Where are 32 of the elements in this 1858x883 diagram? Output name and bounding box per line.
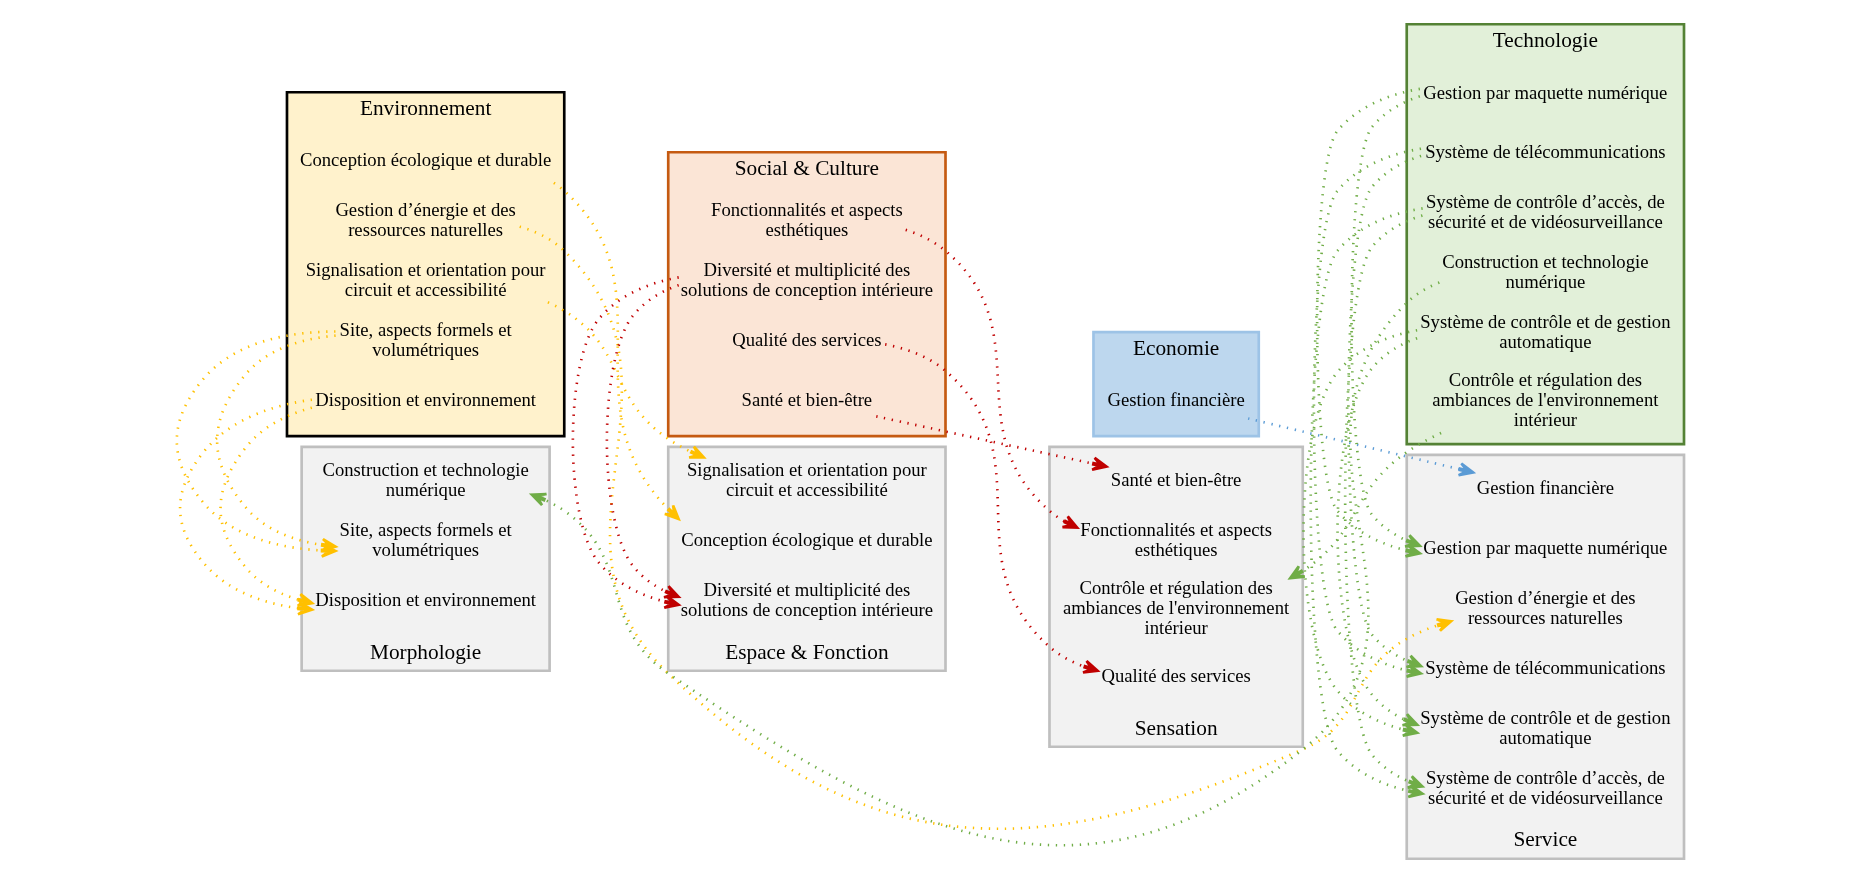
node-text: Système de télécommunications (1424, 141, 1666, 163)
node-text: Diversité et multiplicité des solutions de conception intérieure (680, 259, 933, 301)
node-text: Signalisation et orientation pour circuit et accessibilité (686, 459, 927, 501)
node-text: Santé et bien-être (741, 389, 872, 411)
node-text: Site, aspects formels et volumétriques (339, 519, 512, 561)
node-text: Fonctionnalités et aspects esthétiques (1079, 519, 1272, 561)
node-text: Disposition et environnement (314, 589, 536, 611)
node-text: Gestion financière (1106, 389, 1245, 411)
node-text: Signalisation et orientation pour circuit et accessibilité (305, 259, 546, 301)
node-text: Construction et technologie numérique (1441, 251, 1648, 293)
node-text: Gestion financière (1476, 477, 1614, 499)
node-text: Système de contrôle d’accès, de sécurité et de vidéosurveillance (1425, 767, 1665, 809)
node-text: Système de télécommunications (1424, 657, 1666, 679)
node-text: Gestion par maquette numérique (1422, 81, 1667, 103)
node-text: Gestion d’énergie et des ressources naturelles (1454, 587, 1636, 629)
node-text: Contrôle et régulation des ambiances de l'environnement intérieur (1062, 577, 1289, 639)
node-text: Gestion d’énergie et des ressources naturelles (334, 199, 516, 241)
node-text: Contrôle et régulation des ambiances de l'environnement intérieur (1431, 369, 1658, 431)
node-text: Conception écologique et durable (299, 149, 551, 171)
node-text: Site, aspects formels et volumétriques (339, 319, 512, 361)
node-text: Système de contrôle d’accès, de sécurité et de vidéosurveillance (1425, 191, 1665, 233)
node-text: Conception écologique et durable (680, 529, 932, 551)
node-text: Santé et bien-être (1110, 469, 1241, 491)
node-text: Gestion par maquette numérique (1422, 537, 1667, 559)
node-text: Système de contrôle et de gestion automatique (1419, 311, 1670, 353)
node-text: Système de contrôle et de gestion automatique (1419, 707, 1670, 749)
node-text: Qualité des services (731, 329, 881, 351)
node-text: Fonctionnalités et aspects esthétiques (710, 199, 903, 241)
node-text: Disposition et environnement (314, 389, 536, 411)
node-text: Qualité des services (1101, 665, 1251, 687)
node-text: Construction et technologie numérique (322, 459, 529, 501)
node-text: Diversité et multiplicité des solutions de conception intérieure (680, 579, 933, 621)
